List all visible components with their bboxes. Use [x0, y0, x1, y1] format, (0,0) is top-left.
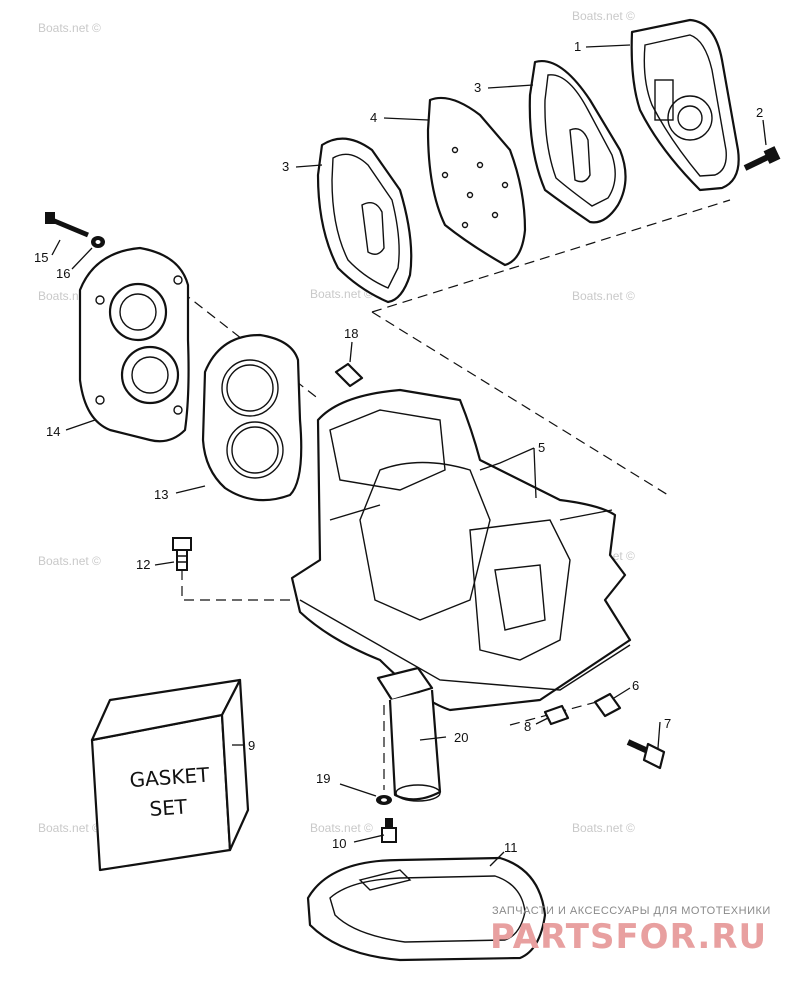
callout-1: 1 — [574, 39, 581, 54]
part-10-screw — [381, 818, 397, 843]
watermark: Boats.net © — [38, 554, 101, 568]
box-label-line2: SET — [149, 794, 189, 821]
callout-7: 7 — [664, 716, 671, 731]
watermark: Boats.net © — [38, 821, 101, 835]
part-14-cylinder-head — [78, 246, 190, 443]
callout-5: 5 — [538, 440, 545, 455]
callout-8: 8 — [524, 719, 531, 734]
callout-2: 2 — [756, 105, 763, 120]
watermark: Boats.net © — [572, 821, 635, 835]
part-2-screw — [743, 146, 781, 171]
part-15-bolt — [45, 212, 89, 238]
callout-9: 9 — [248, 738, 255, 753]
part-12-bolt — [172, 537, 192, 571]
part-4-plate — [426, 96, 527, 267]
part-5-crankcase — [290, 388, 632, 712]
part-11-base-gasket — [306, 856, 547, 962]
callout-14: 14 — [46, 424, 60, 439]
part-7-screw — [626, 739, 666, 770]
part-18-dowel — [334, 362, 364, 388]
callout-labels: 1 2 3 4 3 18 5 15 16 14 13 12 6 7 8 20 9… — [34, 39, 763, 855]
callout-18: 18 — [344, 326, 358, 341]
watermark: Boats.net © — [572, 289, 635, 303]
footer-brand: ЗАПЧАСТИ И АКСЕССУАРЫ ДЛЯ МОТОТЕХНИКИ PA… — [490, 905, 771, 957]
watermark: Boats.net © — [310, 821, 373, 835]
part-9-gasket-set-box: GASKET SET — [90, 678, 250, 872]
watermark: Boats.net © — [572, 9, 635, 23]
callout-3: 3 — [282, 159, 289, 174]
part-20-tube — [376, 666, 442, 802]
callout-6: 6 — [632, 678, 639, 693]
callout-10: 10 — [332, 836, 346, 851]
part-1-cover — [630, 18, 740, 192]
callout-16: 16 — [56, 266, 70, 281]
callout-4: 4 — [370, 110, 377, 125]
callout-11: 11 — [504, 840, 518, 855]
leader-lines — [51, 44, 767, 867]
footer-tagline: ЗАПЧАСТИ И АКСЕССУАРЫ ДЛЯ МОТОТЕХНИКИ — [492, 905, 771, 917]
part-3-gasket-rear — [528, 59, 627, 224]
footer-brand-logo: PARTSFOR.RU — [490, 917, 767, 957]
part-8-pin — [543, 704, 570, 726]
part-3-gasket-front — [316, 137, 413, 304]
callout-15: 15 — [34, 250, 48, 265]
watermark: Boats.net © — [38, 21, 101, 35]
part-6-plug — [593, 692, 622, 718]
part-16-washer — [91, 236, 105, 248]
callout-12: 12 — [136, 557, 150, 572]
watermark: Boats.net © — [310, 287, 373, 301]
part-19-washer — [376, 795, 392, 805]
box-label-line1: GASKET — [129, 763, 211, 793]
callout-19: 19 — [316, 771, 330, 786]
callout-3: 3 — [474, 80, 481, 95]
part-13-head-gasket — [201, 333, 303, 502]
callout-13: 13 — [154, 487, 168, 502]
callout-20: 20 — [454, 730, 468, 745]
